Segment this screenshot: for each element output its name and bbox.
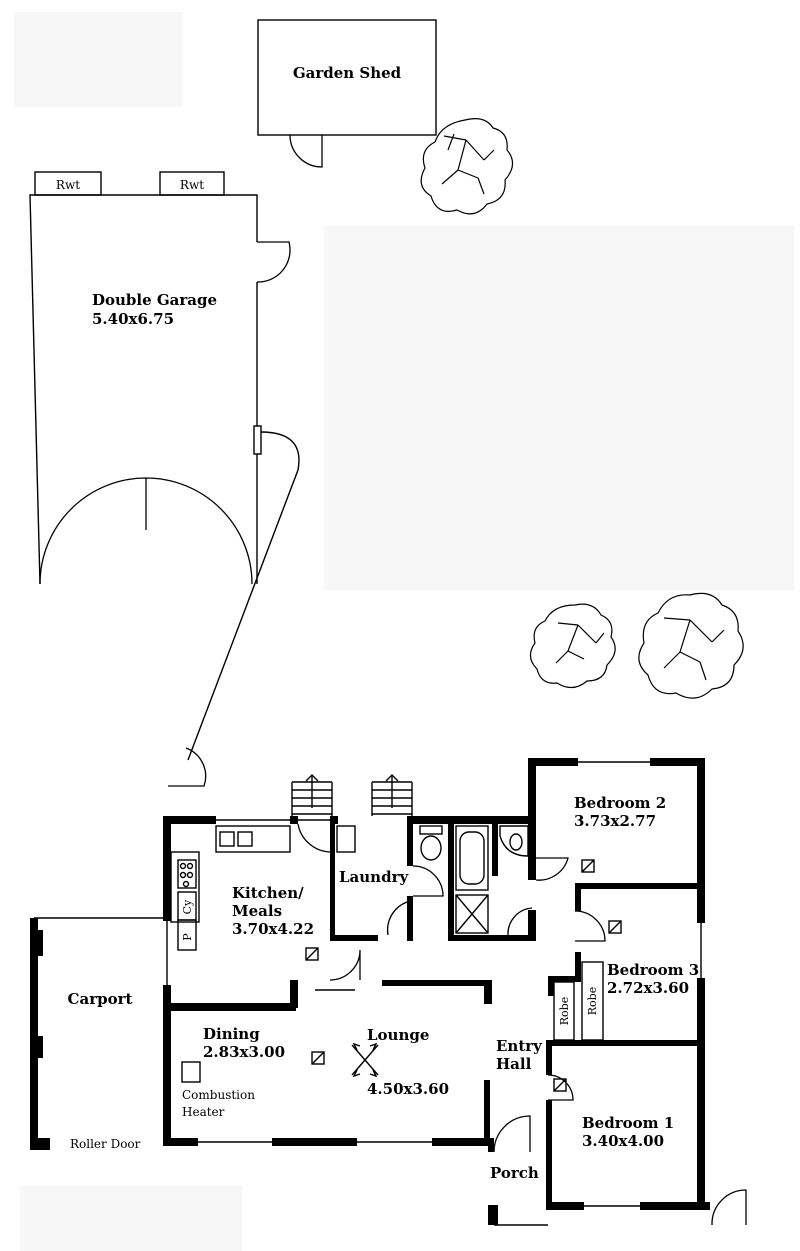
tree-icon (420, 118, 514, 215)
robe-right-label: Robe (586, 987, 599, 1015)
entry-label-line1: Entry (496, 1037, 543, 1055)
rainwater-tank-label: Rwt (180, 178, 204, 192)
laundry-label: Laundry (339, 868, 409, 886)
heater-label-line2: Heater (182, 1105, 225, 1119)
roller-door-label: Roller Door (70, 1137, 141, 1151)
bedroom1-size: 3.40x4.00 (582, 1132, 664, 1150)
carport: Carport Roller Door (30, 917, 168, 1151)
bedroom2-label: Bedroom 2 (574, 794, 666, 812)
lounge-label: Lounge (367, 1026, 429, 1044)
vent-icon (305, 859, 622, 1092)
lounge-size: 4.50x3.60 (367, 1080, 449, 1098)
mask-top-left (14, 12, 182, 107)
tree-icon (529, 603, 616, 689)
kitchen-label-line1: Kitchen/ (232, 884, 304, 902)
rainwater-tank-label: Rwt (56, 178, 80, 192)
kitchen-size: 3.70x4.22 (232, 920, 314, 938)
mask-center-right (324, 226, 794, 590)
bedroom1-label: Bedroom 1 (582, 1114, 674, 1132)
entry-label-line2: Hall (496, 1055, 532, 1073)
garden-shed-label: Garden Shed (293, 64, 402, 82)
bedroom2-size: 3.73x2.77 (574, 812, 656, 830)
kitchen-label-line2: Meals (232, 902, 282, 920)
double-garage: Rwt Rwt Double Garage 5.40x6.75 (29, 171, 300, 787)
carport-label: Carport (68, 990, 133, 1008)
cupboard-label: Cy (181, 899, 194, 914)
dining-label: Dining (203, 1025, 260, 1043)
dining-size: 2.83x3.00 (203, 1043, 285, 1061)
porch-label: Porch (490, 1164, 539, 1182)
garage-label: Double Garage (92, 291, 217, 309)
robe-left-label: Robe (558, 997, 571, 1025)
garage-size: 5.40x6.75 (92, 310, 174, 328)
tree-icon (638, 592, 744, 699)
mask-bottom-left (20, 1186, 242, 1251)
bedroom3-label: Bedroom 3 (607, 961, 699, 979)
pantry-label: P (181, 933, 194, 941)
bedroom3-size: 2.72x3.60 (607, 979, 689, 997)
room-labels: Kitchen/ Meals 3.70x4.22 Laundry Bedroom… (181, 794, 699, 1182)
garden-shed: Garden Shed (257, 19, 437, 168)
heater-label-line1: Combustion (182, 1088, 255, 1102)
house-walls (163, 758, 747, 1226)
